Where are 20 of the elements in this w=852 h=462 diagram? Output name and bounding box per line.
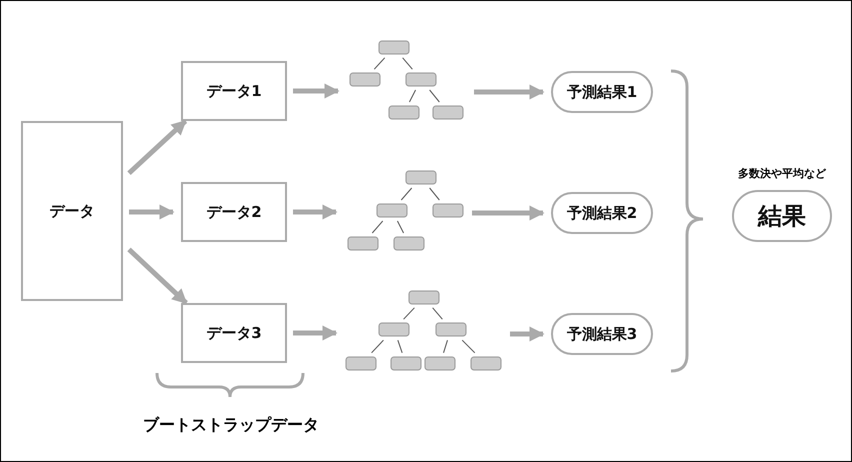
bracket-label: ブートストラップデータ [142, 415, 320, 436]
arrow [510, 326, 544, 342]
arrow [293, 84, 340, 98]
arrow [472, 206, 544, 220]
result-pill: 結果 [732, 190, 832, 242]
data-box: データ [21, 121, 123, 301]
prediction-pill: 予測結果2 [551, 192, 653, 234]
arrow [474, 84, 544, 100]
data-box: データ1 [181, 61, 287, 121]
arrow [127, 119, 188, 176]
note-text: 多数決や平均など [737, 166, 827, 181]
arrow [293, 204, 338, 220]
prediction-pill: 予測結果3 [551, 313, 653, 355]
data-box: データ2 [181, 182, 287, 242]
arrow [129, 204, 174, 220]
prediction-pill: 予測結果1 [551, 71, 653, 113]
arrow [293, 326, 338, 340]
data-box: データ3 [181, 303, 287, 363]
decision-tree-drawing [344, 289, 504, 373]
arrow [127, 248, 188, 305]
